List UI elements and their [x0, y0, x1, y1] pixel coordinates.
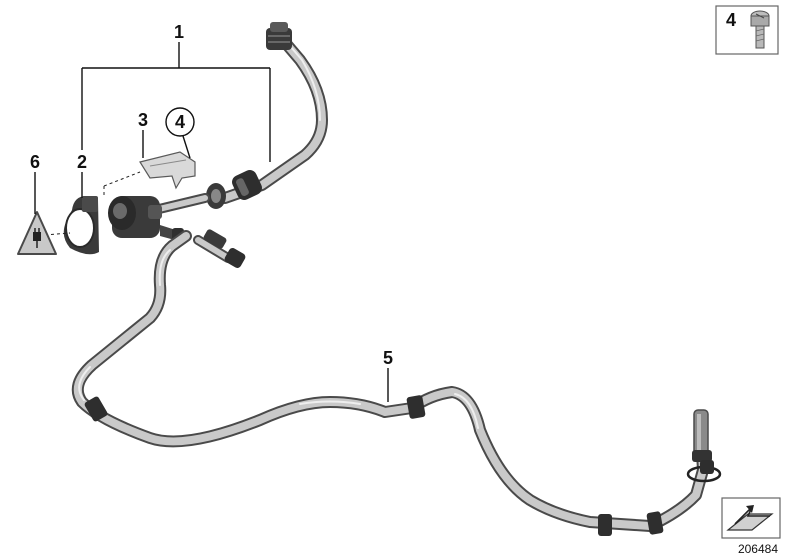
document-number: 206484	[738, 542, 778, 556]
holder-bracket	[139, 151, 196, 190]
warning-triangle-icon	[17, 211, 57, 255]
callout-5: 5	[383, 348, 393, 368]
top-connector	[266, 22, 292, 50]
callout-3: 3	[138, 110, 148, 130]
long-fuel-hose	[71, 230, 709, 532]
direction-symbol-box	[721, 497, 781, 539]
callout-1: 1	[174, 22, 184, 42]
upper-grommet	[232, 170, 262, 200]
hose-clip-bottom-2	[646, 511, 664, 535]
hose-clip-left	[84, 396, 108, 422]
callout-4: 4	[175, 112, 185, 132]
clamp-ring	[63, 195, 99, 255]
coupling-ring	[206, 183, 226, 209]
callout-6: 6	[30, 152, 40, 172]
hose-upper-connector	[193, 229, 246, 268]
hose-clip-middle	[406, 395, 426, 419]
callout-2: 2	[77, 152, 87, 172]
inset-callout-4: 4	[726, 10, 736, 30]
upper-hose	[219, 34, 328, 204]
leader-lines	[34, 42, 389, 402]
hose-clip-bottom-1	[598, 514, 612, 536]
hose-end-connector	[686, 409, 722, 483]
assembly-dash-lines	[44, 171, 141, 236]
callout-4-circle	[165, 107, 195, 137]
screw-icon	[750, 10, 770, 49]
tank-vent-valve	[108, 193, 210, 244]
inset-screw-box: 4	[715, 5, 779, 55]
arrow-symbol-icon	[726, 505, 774, 531]
